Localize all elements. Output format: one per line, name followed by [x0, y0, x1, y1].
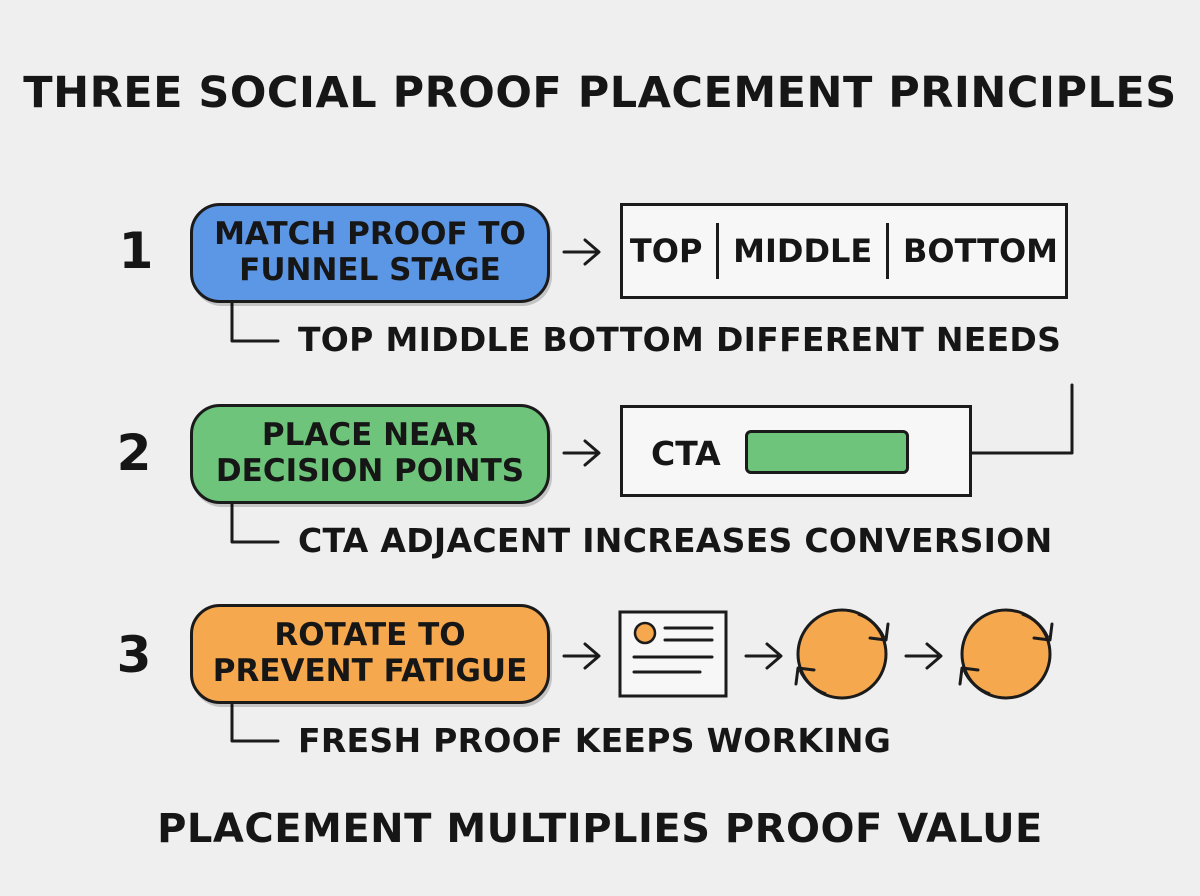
stage-top: TOP [629, 232, 703, 270]
pill-line: PLACE NEAR [261, 417, 479, 454]
diagram-title: THREE SOCIAL PROOF PLACEMENT PRINCIPLES [23, 68, 1177, 118]
arrow-right-icon [744, 642, 783, 670]
pill-line: FUNNEL STAGE [239, 252, 501, 288]
principle-pill-match-proof: MATCH PROOF TO FUNNEL STAGE [190, 203, 550, 303]
principle-pill-decision-points: PLACE NEAR DECISION POINTS [190, 404, 550, 504]
principle-number-3: 3 [116, 626, 152, 684]
stage-divider [716, 223, 720, 279]
funnel-stages-box: TOP MIDDLE BOTTOM [620, 203, 1068, 299]
stage-divider [886, 223, 890, 279]
arrow-right-icon [562, 642, 601, 670]
elbow-connector-1 [230, 300, 280, 343]
pill-line: PREVENT FATIGUE [212, 653, 528, 689]
cta-button-shape [745, 430, 909, 474]
principle-number-2: 2 [116, 424, 152, 482]
principle-pill-rotate: ROTATE TO PREVENT FATIGUE [190, 604, 550, 704]
arrow-right-icon [904, 642, 943, 670]
cta-box: CTA [620, 405, 972, 497]
pill-line: ROTATE TO [274, 617, 466, 654]
stage-bottom: BOTTOM [902, 232, 1058, 270]
arrow-right-icon [562, 238, 601, 266]
arrow-right-icon [562, 439, 601, 467]
principle-number-1: 1 [118, 222, 154, 280]
principle-note-2: CTA ADJACENT INCREASES CONVERSION [298, 521, 1053, 560]
principle-note-1: TOP MIDDLE BOTTOM DIFFERENT NEEDS [298, 320, 1062, 359]
rotate-icon [794, 608, 890, 700]
elbow-connector-3 [230, 703, 280, 743]
elbow-connector-2 [230, 500, 280, 544]
pill-line: MATCH PROOF TO [214, 216, 526, 253]
principle-note-3: FRESH PROOF KEEPS WORKING [298, 721, 892, 760]
cta-label: CTA [651, 434, 721, 473]
pill-line: DECISION POINTS [215, 453, 525, 489]
rotate-icon [958, 608, 1054, 700]
testimonial-card-icon [618, 610, 728, 698]
diagram-footer: PLACEMENT MULTIPLIES PROOF VALUE [157, 806, 1043, 852]
stage-middle: MIDDLE [733, 232, 873, 270]
